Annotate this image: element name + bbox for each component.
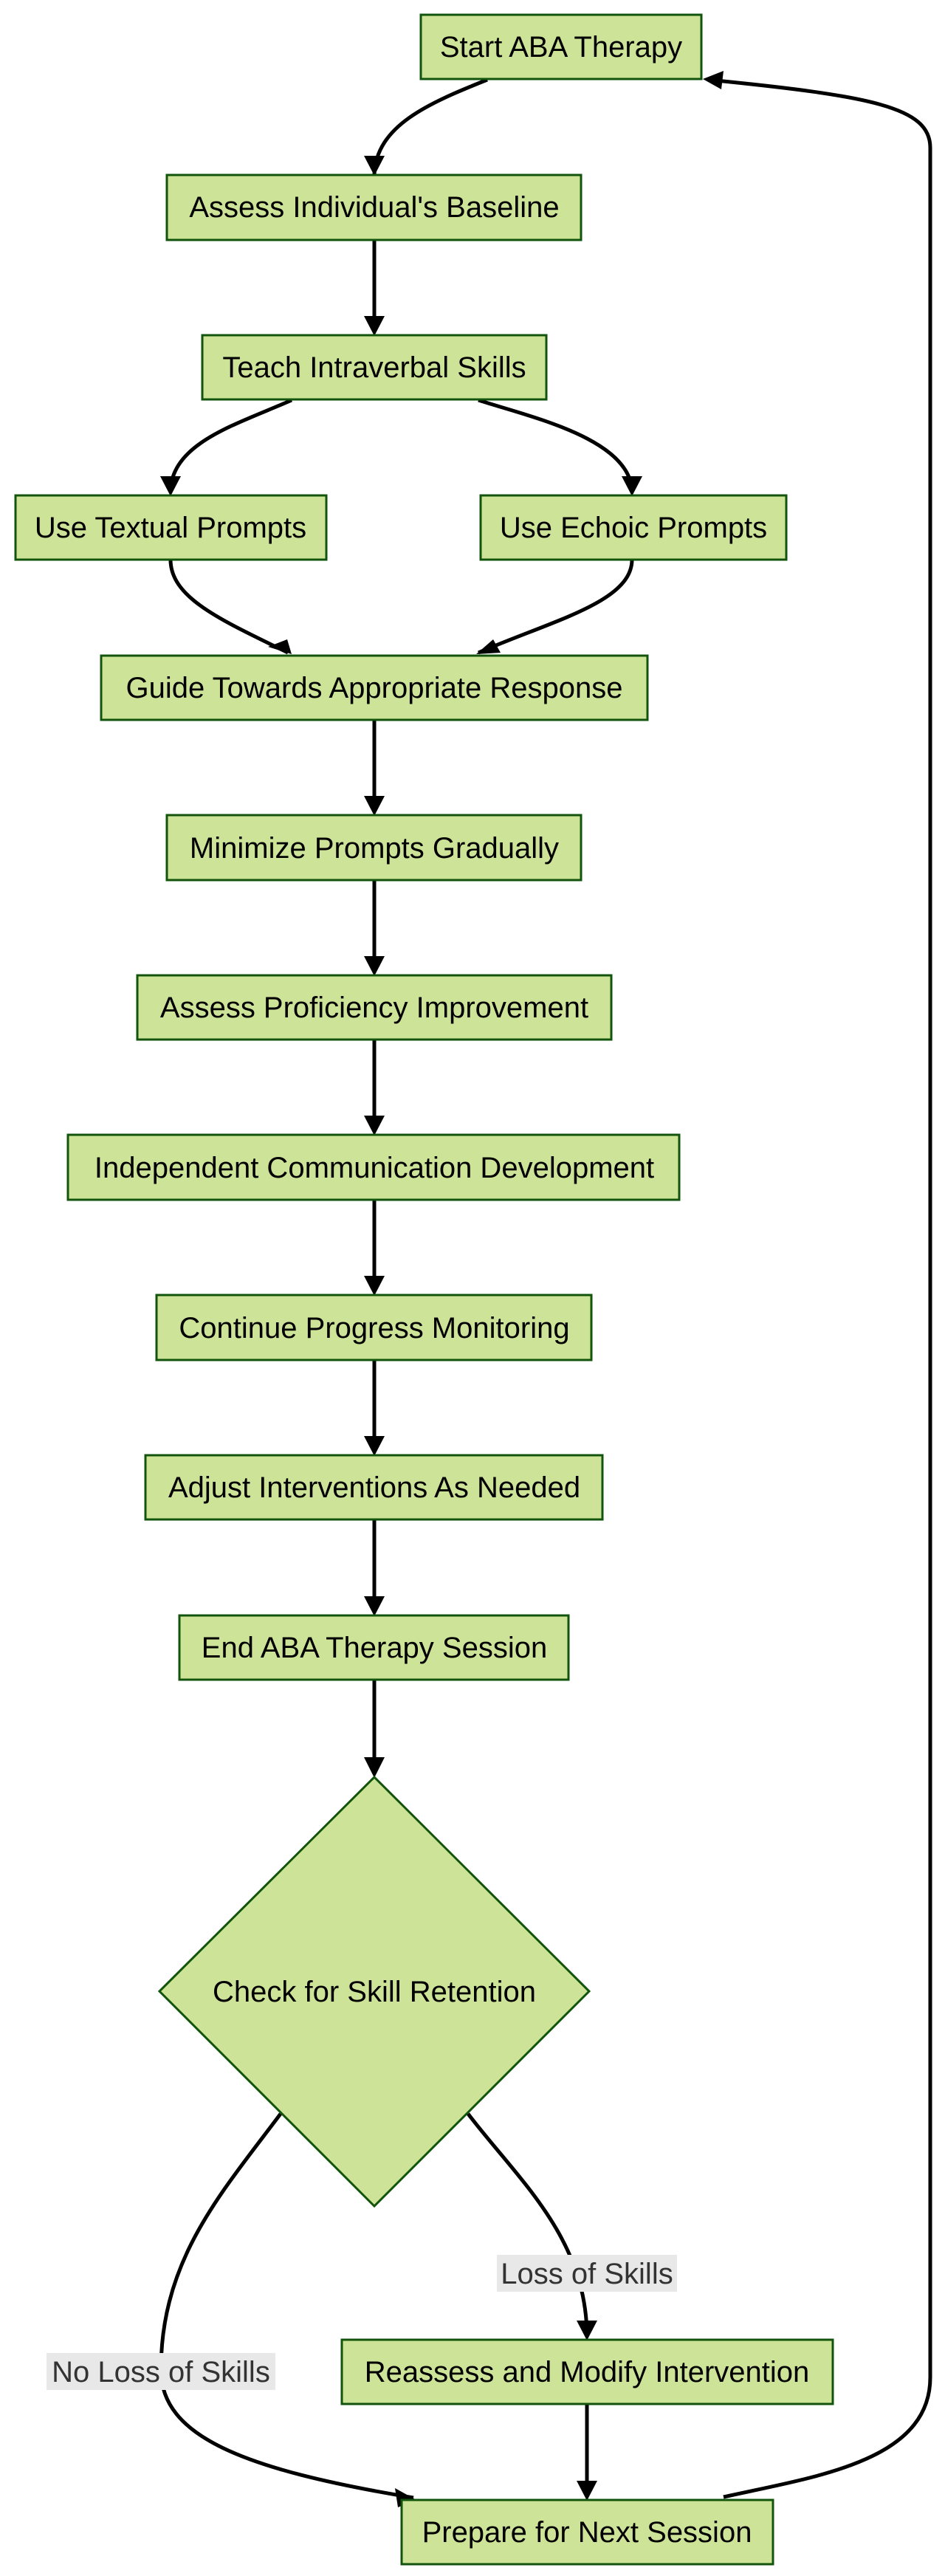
node-start-label: Start ABA Therapy (440, 31, 682, 63)
arrowhead-icon (364, 1116, 385, 1136)
arrowhead-icon (268, 639, 292, 654)
node-prepare-next[interactable]: Prepare for Next Session (400, 2498, 774, 2566)
node-start[interactable]: Start ABA Therapy (419, 13, 703, 80)
arrowhead-icon (364, 956, 385, 976)
node-prepare-next-label: Prepare for Next Session (422, 2516, 752, 2549)
node-assess-baseline-label: Assess Individual's Baseline (189, 191, 559, 224)
arrowhead-icon (364, 1276, 385, 1296)
edge-label-loss-text: Loss of Skills (501, 2258, 673, 2290)
node-guide-response[interactable]: Guide Towards Appropriate Response (100, 654, 649, 721)
edge-check-to-reassess (467, 2112, 589, 2338)
arrowhead-icon (476, 639, 501, 654)
node-end-session[interactable]: End ABA Therapy Session (178, 1614, 570, 1681)
node-adjust-interventions[interactable]: Adjust Interventions As Needed (144, 1454, 604, 1521)
arrowhead-icon (364, 316, 385, 336)
node-continue-monitoring-label: Continue Progress Monitoring (179, 1312, 569, 1344)
nodes: Start ABA Therapy Assess Individual's Ba… (14, 13, 834, 2566)
edge-label-no-loss-text: No Loss of Skills (52, 2356, 270, 2388)
edge-label-loss: Loss of Skills (497, 2255, 677, 2292)
arrowhead-icon (703, 71, 724, 89)
node-independent-communication-label: Independent Communication Development (94, 1152, 654, 1184)
node-assess-proficiency-label: Assess Proficiency Improvement (160, 992, 588, 1024)
node-textual-prompts-label: Use Textual Prompts (35, 512, 306, 544)
arrowhead-icon (364, 156, 385, 176)
edge-teach-to-echoic (478, 398, 634, 493)
edge-start-to-baseline (372, 78, 488, 175)
arrowhead-icon (577, 2481, 597, 2501)
node-echoic-prompts[interactable]: Use Echoic Prompts (479, 494, 788, 561)
node-assess-proficiency[interactable]: Assess Proficiency Improvement (136, 974, 613, 1041)
node-adjust-interventions-label: Adjust Interventions As Needed (168, 1471, 580, 1504)
node-teach-intraverbal[interactable]: Teach Intraverbal Skills (201, 334, 548, 401)
node-textual-prompts[interactable]: Use Textual Prompts (14, 494, 328, 561)
arrowhead-icon (364, 1757, 385, 1778)
node-check-retention[interactable]: Check for Skill Retention (157, 1775, 591, 2208)
node-continue-monitoring[interactable]: Continue Progress Monitoring (155, 1294, 593, 1361)
edges (159, 78, 932, 2500)
node-guide-response-label: Guide Towards Appropriate Response (126, 672, 622, 704)
arrowhead-icon (160, 476, 181, 496)
node-reassess-modify-label: Reassess and Modify Intervention (365, 2356, 810, 2388)
arrowhead-icon (364, 1436, 385, 1456)
edge-teach-to-textual (168, 398, 293, 493)
edge-prepare-to-start (708, 78, 932, 2499)
arrowhead-icon (364, 1596, 385, 1616)
node-echoic-prompts-label: Use Echoic Prompts (500, 512, 767, 544)
arrowhead-icon (395, 2488, 416, 2507)
node-minimize-prompts-label: Minimize Prompts Gradually (190, 832, 559, 865)
node-check-retention-label: Check for Skill Retention (213, 1976, 536, 2008)
node-independent-communication[interactable]: Independent Communication Development (66, 1133, 681, 1201)
arrowhead-icon (622, 476, 642, 496)
edge-textual-to-guide (168, 559, 289, 655)
arrowhead-icon (364, 796, 385, 816)
node-minimize-prompts[interactable]: Minimize Prompts Gradually (165, 814, 583, 882)
edge-echoic-to-guide (478, 559, 634, 655)
edge-label-no-loss: No Loss of Skills (47, 2353, 275, 2390)
arrowheads (160, 71, 724, 2507)
node-end-session-label: End ABA Therapy Session (202, 1632, 547, 1664)
arrowhead-icon (577, 2321, 597, 2340)
node-reassess-modify[interactable]: Reassess and Modify Intervention (340, 2338, 834, 2405)
node-teach-intraverbal-label: Teach Intraverbal Skills (222, 351, 526, 384)
node-assess-baseline[interactable]: Assess Individual's Baseline (165, 174, 583, 241)
